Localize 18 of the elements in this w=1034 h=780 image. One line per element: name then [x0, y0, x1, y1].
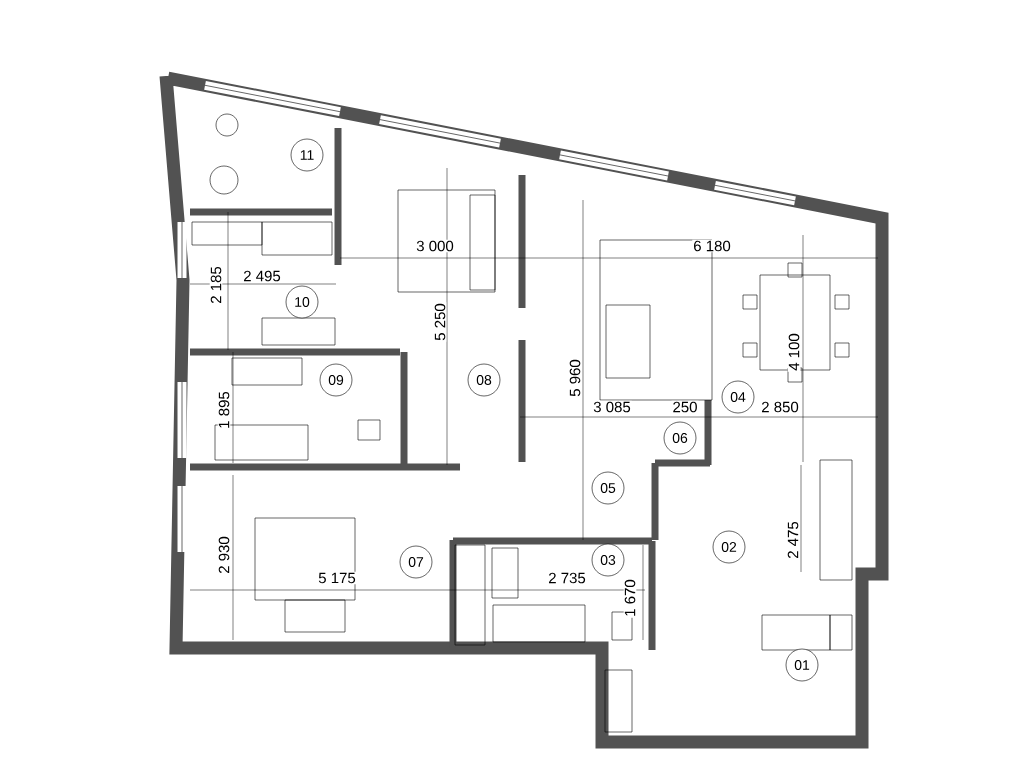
- room-number: 07: [399, 545, 433, 579]
- dimension-text: 3 000: [415, 239, 455, 253]
- room-number: 02: [712, 530, 746, 564]
- room-number: 03: [591, 543, 625, 577]
- dimension-text: 1 895: [217, 390, 231, 430]
- dimension-text: 2 930: [217, 535, 231, 575]
- room-number: 04: [721, 380, 755, 414]
- dimension-text: 2 185: [209, 265, 223, 305]
- room-number: 01: [785, 648, 819, 682]
- dimension-text: 6 180: [692, 239, 732, 253]
- dimension-text: 5 960: [568, 358, 582, 398]
- room-number: 09: [319, 363, 353, 397]
- room-number: 08: [467, 363, 501, 397]
- room-number: 10: [285, 285, 319, 319]
- dimension-text: 1 670: [623, 578, 637, 618]
- room-number: 06: [663, 421, 697, 455]
- room-number: 05: [591, 471, 625, 505]
- room-number: 11: [290, 138, 324, 172]
